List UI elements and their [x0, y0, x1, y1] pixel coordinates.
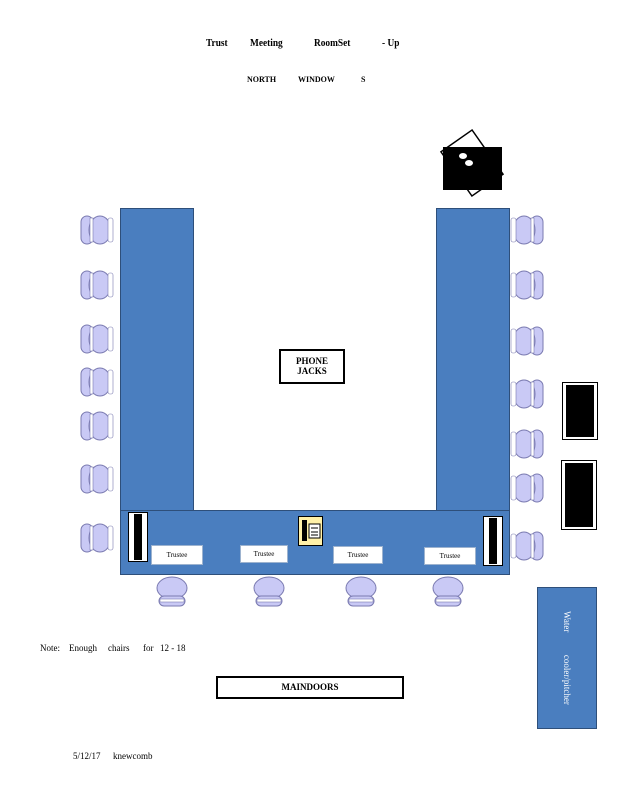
chair-right-6: [510, 472, 544, 504]
chair-bottom-4: [432, 574, 464, 608]
note-word-chairs: chairs: [108, 643, 130, 653]
note-word-enough: Enough: [69, 643, 97, 653]
wall-block-2: [561, 460, 597, 530]
left-end-marker: [128, 512, 148, 562]
trustee-tent-1: Trustee: [151, 545, 203, 565]
orientation-window: WINDOW: [298, 75, 335, 84]
chair-right-4: [510, 378, 544, 410]
title-word-setup: - Up: [382, 37, 400, 49]
title-word-trust: Trust: [206, 37, 228, 49]
title-word-meeting: Meeting: [250, 37, 283, 49]
main-doors-box: MAINDOORS: [216, 676, 404, 699]
table-right-wing: [436, 208, 510, 514]
water-cooler-box: Water cooler/pitcher: [537, 587, 597, 729]
note-label: Note:: [40, 643, 60, 653]
note-word-for: for: [143, 643, 154, 653]
phone-icon: [298, 516, 323, 546]
projector-icon: [437, 126, 509, 208]
water-cooler-word-2: cooler/pitcher: [562, 654, 572, 705]
chair-bottom-3: [345, 574, 377, 608]
orientation-north: NORTH: [247, 75, 277, 84]
chair-left-2: [80, 269, 114, 301]
trustee-tent-4: Trustee: [424, 547, 476, 565]
chair-left-6: [80, 463, 114, 495]
water-cooler-word-1: Water: [562, 611, 572, 633]
chair-bottom-1: [156, 574, 188, 608]
chair-right-5: [510, 428, 544, 460]
chair-left-3: [80, 323, 114, 355]
footer-date: 5/12/17: [73, 751, 101, 761]
chair-left-4: [80, 366, 114, 398]
chair-right-3: [510, 325, 544, 357]
table-left-wing: [120, 208, 194, 514]
wall-block-1: [562, 382, 598, 440]
footer-author: knewcomb: [113, 751, 153, 761]
note-word-count: 12 - 18: [160, 643, 186, 653]
title-word-roomset: RoomSet: [314, 37, 351, 49]
phone-jacks-line1: PHONE: [295, 355, 328, 366]
phone-jacks-line2: JACKS: [297, 365, 327, 376]
orientation-s: S: [361, 75, 366, 84]
chair-bottom-2: [253, 574, 285, 608]
chair-right-1: [510, 214, 544, 246]
right-end-marker: [483, 516, 503, 566]
chair-left-1: [80, 214, 114, 246]
chair-left-7: [80, 522, 114, 554]
trustee-tent-2: Trustee: [240, 545, 288, 563]
chair-left-5: [80, 410, 114, 442]
chair-right-7: [510, 530, 544, 562]
phone-jacks-box: PHONE JACKS: [279, 349, 345, 384]
chair-right-2: [510, 269, 544, 301]
trustee-tent-3: Trustee: [333, 546, 383, 564]
